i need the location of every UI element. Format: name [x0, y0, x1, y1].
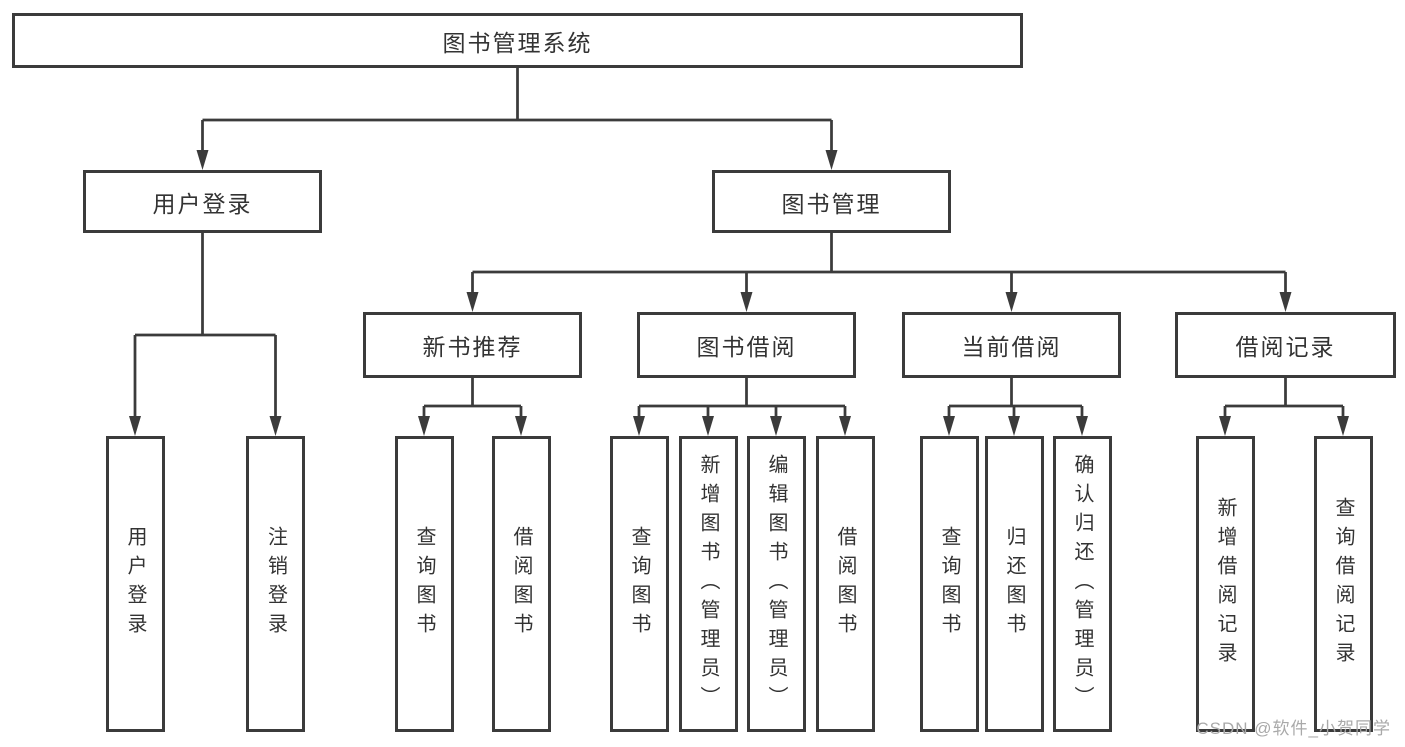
node-return-book-label: 归还图书: [1003, 526, 1025, 642]
node-query-borrow-record-label: 查询借阅记录: [1332, 497, 1354, 671]
node-book-borrow-label: 图书借阅: [696, 334, 797, 360]
node-book-borrow: 图书借阅: [637, 312, 856, 378]
arrowhead-icon: [196, 150, 209, 170]
node-add-book-admin-label: 新增图书（管理员）: [697, 453, 719, 715]
node-new-book-recommend: 新书推荐: [363, 312, 582, 378]
node-query-book-current-label: 查询图书: [938, 526, 960, 642]
edge-root-to-level1: [201, 68, 833, 152]
arrowhead-icon: [1076, 416, 1088, 436]
node-query-borrow-record: 查询借阅记录: [1313, 436, 1373, 732]
arrowhead-icon: [740, 292, 753, 312]
arrowhead-icon: [129, 416, 141, 436]
node-root: 图书管理系统: [12, 13, 1023, 68]
node-return-book: 归还图书: [984, 436, 1044, 732]
node-user-login-label: 用户登录: [152, 190, 253, 217]
node-user-login: 用户登录: [83, 170, 322, 233]
node-book-management-label: 图书管理: [781, 190, 882, 217]
node-query-book-recommend: 查询图书: [394, 436, 454, 732]
arrowhead-icon: [1279, 292, 1292, 312]
edge-user-login-to-children: [133, 233, 277, 418]
arrowhead-icon: [1219, 416, 1231, 436]
edge-current-borrow-to-children: [947, 378, 1084, 418]
arrowhead-icon: [770, 416, 782, 436]
node-current-borrow: 当前借阅: [902, 312, 1121, 378]
arrowhead-icon: [466, 292, 479, 312]
node-user-login-leaf: 用户登录: [105, 436, 165, 732]
node-borrow-records: 借阅记录: [1175, 312, 1396, 378]
edge-new-book-to-children: [422, 378, 523, 418]
node-user-login-leaf-label: 用户登录: [124, 526, 146, 642]
arrowhead-icon: [839, 416, 851, 436]
node-logout-label: 注销登录: [264, 526, 287, 642]
arrowhead-icon: [702, 416, 714, 436]
arrowhead-icon: [943, 416, 955, 436]
node-logout: 注销登录: [246, 436, 305, 732]
node-add-book-admin: 新增图书（管理员）: [678, 436, 738, 732]
node-query-book-borrow: 查询图书: [609, 436, 669, 732]
node-add-borrow-record-label: 新增借阅记录: [1214, 497, 1236, 671]
node-confirm-return-admin: 确认归还（管理员）: [1052, 436, 1112, 732]
node-book-management: 图书管理: [712, 170, 951, 233]
node-query-book-recommend-label: 查询图书: [413, 526, 435, 642]
node-add-borrow-record: 新增借阅记录: [1195, 436, 1255, 732]
arrowhead-icon: [633, 416, 645, 436]
edge-book-borrow-to-children: [637, 378, 847, 418]
node-root-label: 图书管理系统: [442, 29, 593, 56]
node-edit-book-admin-label: 编辑图书（管理员）: [765, 453, 787, 715]
arrowhead-icon: [515, 416, 527, 436]
arrowhead-icon: [418, 416, 430, 436]
node-borrow-book-label: 借阅图书: [834, 526, 856, 642]
node-new-book-recommend-label: 新书推荐: [422, 334, 523, 360]
arrowhead-icon: [1005, 292, 1018, 312]
edge-borrow-records-to-children: [1223, 378, 1345, 418]
arrowhead-icon: [1337, 416, 1349, 436]
node-edit-book-admin: 编辑图书（管理员）: [746, 436, 806, 732]
node-borrow-book: 借阅图书: [815, 436, 875, 732]
node-query-book-borrow-label: 查询图书: [628, 526, 650, 642]
node-confirm-return-admin-label: 确认归还（管理员）: [1071, 453, 1093, 715]
edge-book-mgmt-to-level2: [471, 233, 1287, 294]
arrowhead-icon: [269, 416, 282, 436]
csdn-watermark: CSDN @软件_小贺同学: [1196, 719, 1391, 738]
arrowhead-icon: [825, 150, 838, 170]
node-borrow-records-label: 借阅记录: [1235, 334, 1336, 360]
node-query-book-current: 查询图书: [919, 436, 979, 732]
node-borrow-book-recommend-label: 借阅图书: [510, 526, 532, 642]
node-borrow-book-recommend: 借阅图书: [491, 436, 551, 732]
arrowhead-icon: [1008, 416, 1020, 436]
node-current-borrow-label: 当前借阅: [961, 334, 1062, 360]
